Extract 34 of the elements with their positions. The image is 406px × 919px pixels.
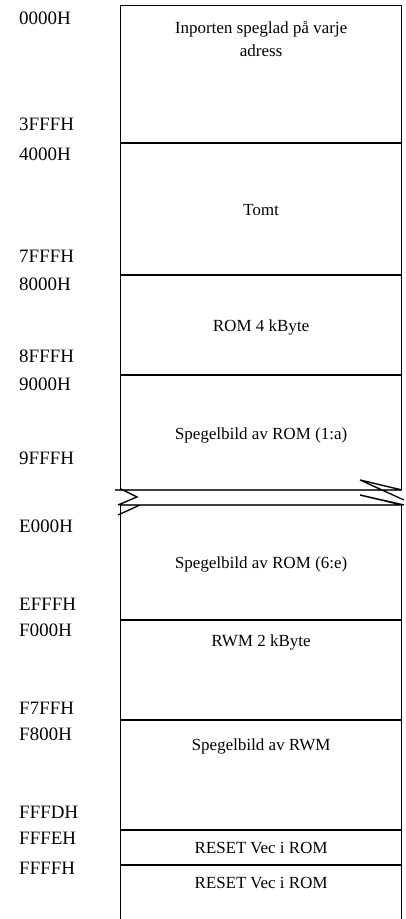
memory-block: [120, 720, 402, 830]
block-label: Spegelbild av ROM (1:a): [174, 422, 348, 444]
memory-block: [120, 5, 402, 143]
address-label: EFFFH: [19, 594, 76, 616]
address-label: 9FFFH: [19, 448, 74, 470]
address-label: F7FFH: [19, 698, 74, 720]
memory-block: [120, 143, 402, 275]
memory-block: [120, 505, 402, 620]
block-label: Tomt: [243, 198, 279, 220]
address-label: FFFDH: [19, 802, 78, 824]
memory-block: [120, 865, 402, 919]
address-label: FFFFH: [19, 858, 75, 880]
memory-block: [120, 375, 402, 490]
block-label: Spegelbild av ROM (6:e): [174, 552, 348, 574]
address-label: 3FFFH: [19, 114, 74, 136]
address-label: 4000H: [19, 144, 71, 166]
block-label: RESET Vec i ROM: [194, 837, 328, 859]
address-label: F000H: [19, 620, 72, 642]
memory-block: [120, 275, 402, 375]
address-label: F800H: [19, 724, 72, 746]
address-label: 0000H: [19, 8, 71, 30]
address-label: 8000H: [19, 274, 71, 296]
address-label: 9000H: [19, 374, 71, 396]
memory-block: [120, 830, 402, 865]
memory-block: [120, 620, 402, 720]
block-label: ROM 4 kByte: [212, 314, 310, 336]
address-label: E000H: [19, 516, 73, 538]
block-label: Inporten speglad på varje adress: [174, 17, 348, 62]
address-label: 8FFFH: [19, 346, 74, 368]
block-label: Spegelbild av RWM: [192, 734, 330, 756]
address-label: FFFEH: [19, 828, 76, 850]
block-label: RESET Vec i ROM: [194, 872, 328, 894]
block-label: RWM 2 kByte: [211, 630, 311, 652]
address-label: 7FFFH: [19, 246, 74, 268]
